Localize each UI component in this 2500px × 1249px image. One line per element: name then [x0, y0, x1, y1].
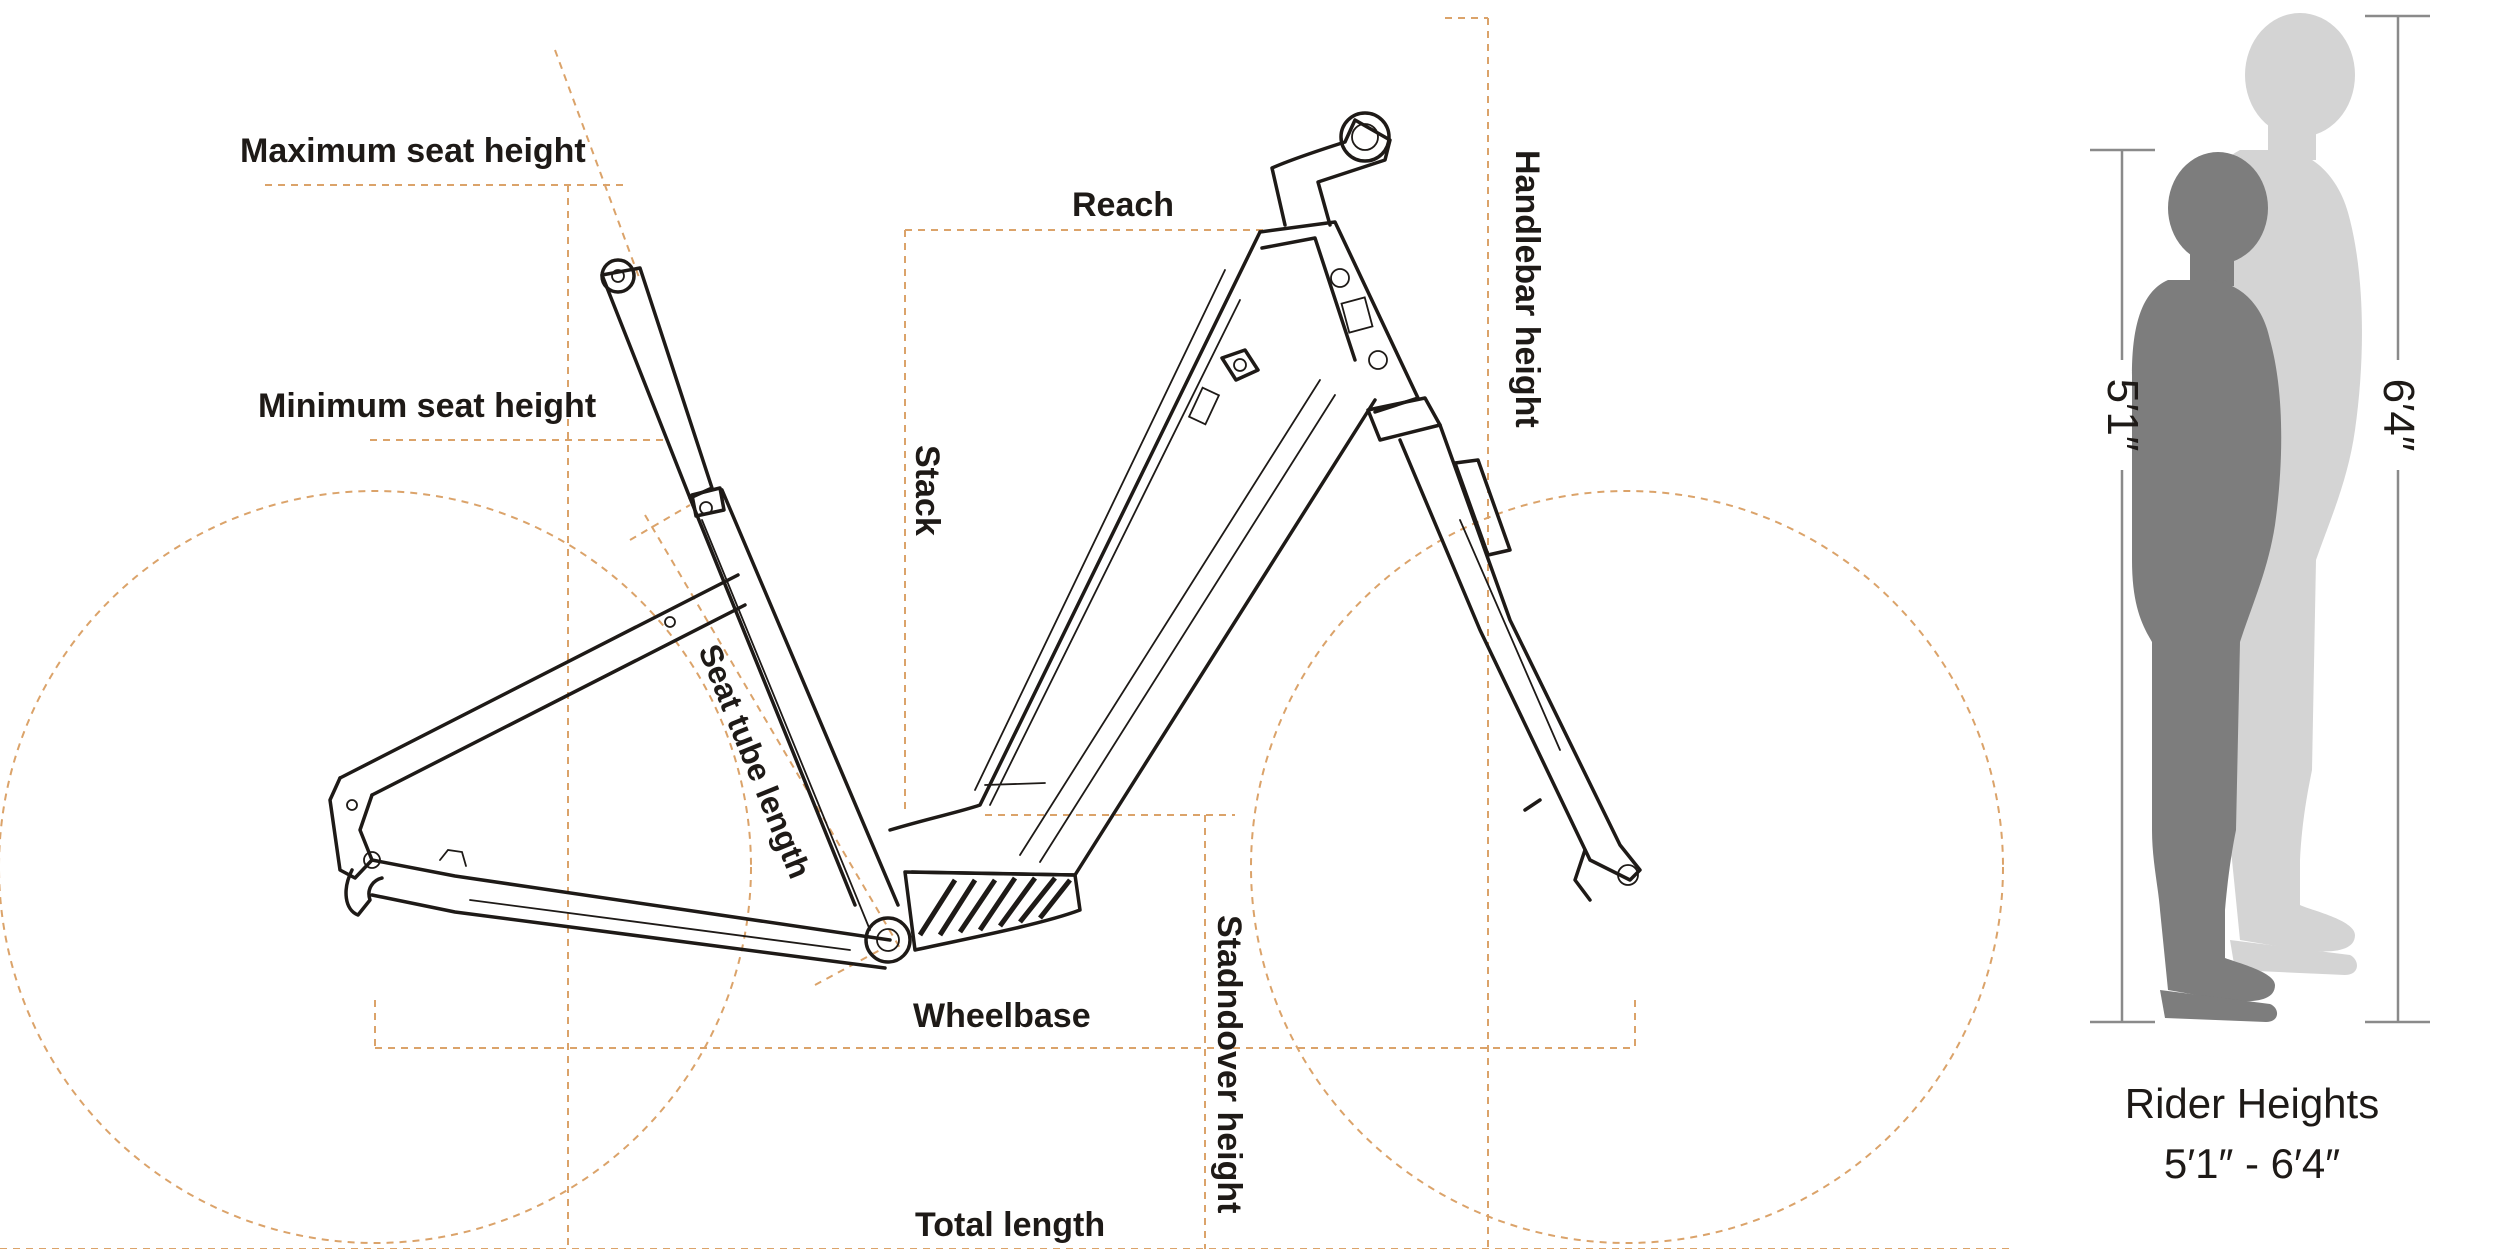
- battery-lock: [1220, 348, 1260, 382]
- head-tube: [1258, 220, 1420, 414]
- short-rider-height-label: 5′1″: [2098, 379, 2147, 452]
- seatpost: [600, 266, 714, 500]
- seat-clamp-bolt: [611, 269, 625, 283]
- motor-housing: [903, 870, 1082, 952]
- bottom-bracket: [864, 916, 912, 964]
- min-seat-height-label: Minimum seat height: [258, 387, 596, 425]
- head-tube-front: [1260, 236, 1357, 362]
- total-length-label: Total length: [915, 1206, 1105, 1244]
- tall-height-scale: [2365, 14, 2430, 1024]
- fork-guide: [1459, 519, 1561, 751]
- fork-disc-mount: [1453, 458, 1512, 557]
- bike-frame: [328, 111, 1642, 970]
- down-tube-battery: [974, 269, 1241, 806]
- bottom-bracket-inner: [876, 928, 900, 952]
- rider-heights-range: 5′1″ - 6′4″: [2164, 1140, 2340, 1187]
- chain-stay-detail: [469, 899, 851, 951]
- max-seat-height-label: Maximum seat height: [240, 132, 586, 170]
- seat-tube: [688, 488, 900, 907]
- short-height-scale: [2090, 148, 2155, 1024]
- cable-port: [1187, 386, 1221, 426]
- wheelbase-label: Wheelbase: [913, 997, 1091, 1035]
- tall-rider-height-label: 6′4″: [2374, 379, 2423, 452]
- seat-tube-measure-guide: [644, 514, 901, 949]
- seat-stay: [338, 573, 747, 797]
- rider-comparison: 5′1″ 6′4″ Rider Heights 5′1″ - 6′4″: [2090, 13, 2430, 1187]
- handlebar-clamp: [1339, 111, 1391, 163]
- battery-lock-key: [1233, 358, 1247, 372]
- handlebar-height-label: Handlebar height: [1508, 150, 1546, 428]
- seat-extension-guide: [554, 49, 641, 281]
- chain-stay-boss: [439, 849, 467, 867]
- seat-stay-bolt: [664, 616, 676, 628]
- short-rider-silhouette: [2132, 152, 2282, 1022]
- fork-leg: [1398, 423, 1642, 882]
- chain-stay: [370, 858, 892, 970]
- front-axle: [1617, 864, 1639, 886]
- fork-lower: [1523, 798, 1592, 902]
- head-bolt-2: [1368, 350, 1388, 370]
- standover-height-label: Stadndover height: [1210, 915, 1248, 1213]
- rider-heights-title: Rider Heights: [2125, 1080, 2379, 1127]
- dimension-labels: Maximum seat height Minimum seat height …: [240, 132, 1546, 1244]
- derailleur-hanger: [344, 868, 384, 917]
- head-port: [1340, 296, 1374, 334]
- wheel-outlines: [0, 490, 2004, 1244]
- head-bolt-1: [1330, 268, 1350, 288]
- seat-tube-inner: [701, 519, 871, 931]
- seat-clamp: [600, 258, 636, 294]
- stack-label: Stack: [908, 445, 946, 536]
- motor-stripes: [917, 876, 1072, 937]
- collar-bolt: [699, 501, 713, 515]
- front-wheel-outline: [1250, 490, 2004, 1244]
- reach-label: Reach: [1072, 186, 1174, 224]
- stem: [1270, 118, 1392, 227]
- down-tube-lower: [1019, 379, 1336, 863]
- handlebar-clamp-inner: [1351, 123, 1379, 151]
- rear-wheel-outline: [0, 490, 752, 1244]
- dropout-bolt: [346, 799, 358, 811]
- dimension-lines: [0, 17, 2015, 1249]
- seat-tube-top-tick: [629, 504, 691, 541]
- rear-dropout: [328, 776, 374, 880]
- down-tube: [888, 230, 1377, 877]
